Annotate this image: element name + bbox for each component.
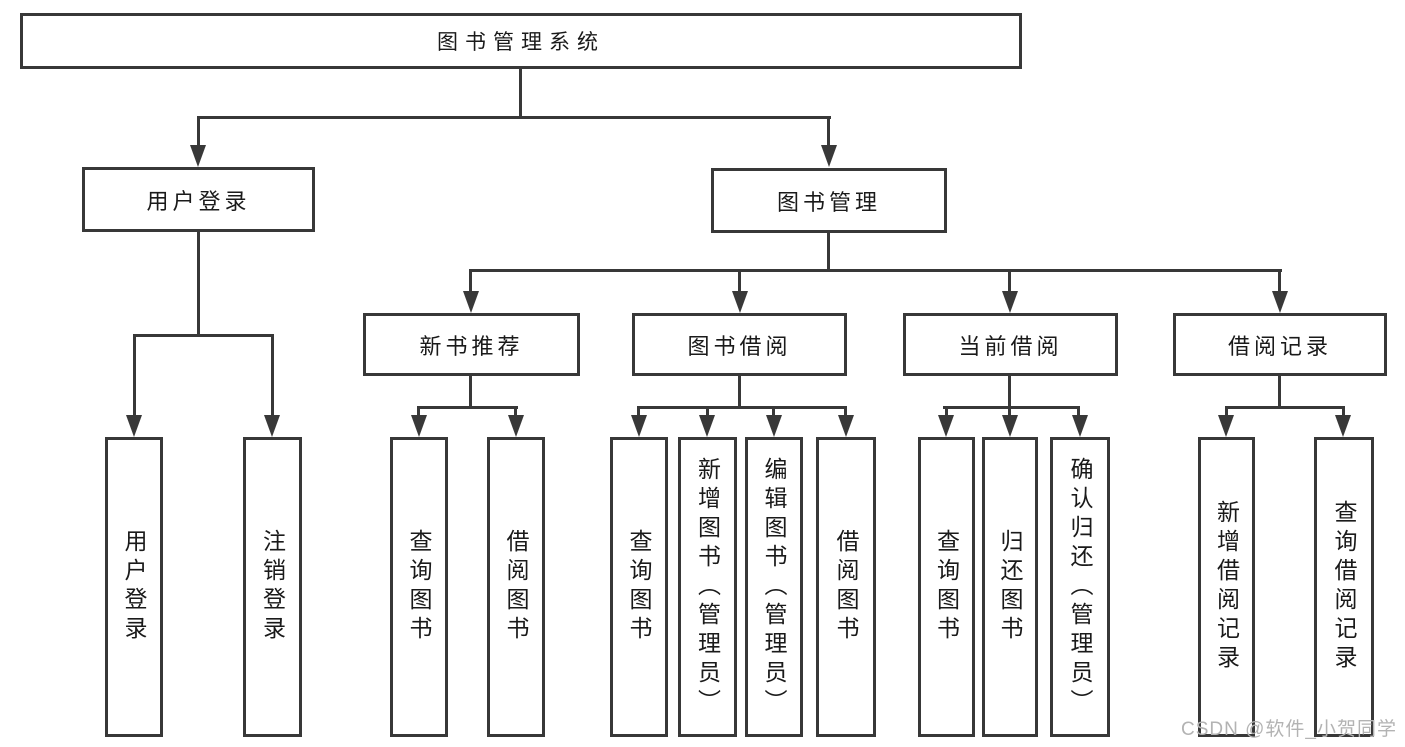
leaf-query-books: 查询图书 <box>918 437 975 737</box>
leaf-borrow-books: 借阅图书 <box>816 437 876 737</box>
node-label: 查询图书 <box>626 529 652 645</box>
connector-line <box>1278 374 1281 409</box>
node-label: 新增图书（管理员） <box>694 456 721 718</box>
connector-line <box>133 334 274 337</box>
arrow-down-icon <box>1002 291 1018 313</box>
node-label: 查询借阅记录 <box>1331 500 1357 674</box>
arrow-down-icon <box>508 415 524 437</box>
arrow-down-icon <box>732 291 748 313</box>
node-label: 图书借阅 <box>687 333 792 359</box>
node-label: 查询图书 <box>933 529 960 645</box>
node-label: 用户登录 <box>121 529 147 645</box>
arrow-down-icon <box>699 415 715 437</box>
node-book-borrowing: 图书借阅 <box>632 313 847 376</box>
connector-line <box>827 116 830 150</box>
connector-line <box>469 269 472 295</box>
leaf-edit-book-admin: 编辑图书（管理员） <box>745 437 803 737</box>
node-label: 编辑图书（管理员） <box>761 456 787 718</box>
leaf-confirm-return-admin: 确认归还（管理员） <box>1050 437 1110 737</box>
arrow-down-icon <box>264 415 280 437</box>
connector-line <box>844 406 847 418</box>
node-label: 借阅图书 <box>833 529 859 645</box>
connector-line <box>519 66 522 118</box>
node-label: 当前借阅 <box>958 333 1063 359</box>
connector-line <box>271 334 274 418</box>
connector-line <box>469 374 472 409</box>
node-label: 用户登录 <box>146 188 251 214</box>
arrow-down-icon <box>1218 415 1234 437</box>
connector-line <box>197 116 200 150</box>
node-current-borrowing: 当前借阅 <box>903 313 1118 376</box>
node-label: 注销登录 <box>259 529 286 645</box>
node-book-management: 图书管理 <box>711 168 947 233</box>
arrow-down-icon <box>1002 415 1018 437</box>
connector-line <box>469 269 1282 272</box>
connector-line <box>514 406 517 418</box>
node-new-book-recommendation: 新书推荐 <box>363 313 580 376</box>
connector-line <box>197 116 831 119</box>
arrow-down-icon <box>1272 291 1288 313</box>
node-label: 新增借阅记录 <box>1213 500 1240 674</box>
node-user-login: 用户登录 <box>82 167 315 232</box>
arrow-down-icon <box>838 415 854 437</box>
arrow-down-icon <box>190 145 206 167</box>
connector-line <box>1008 269 1011 295</box>
connector-line <box>827 230 830 272</box>
leaf-query-books: 查询图书 <box>390 437 448 737</box>
node-label: 确认归还（管理员） <box>1067 456 1093 718</box>
node-borrowing-records: 借阅记录 <box>1173 313 1387 376</box>
arrow-down-icon <box>126 415 142 437</box>
leaf-logout: 注销登录 <box>243 437 302 737</box>
connector-line <box>738 269 741 295</box>
leaf-add-borrow-record: 新增借阅记录 <box>1198 437 1255 737</box>
leaf-query-borrow-record: 查询借阅记录 <box>1314 437 1374 737</box>
connector-line <box>1342 406 1345 418</box>
node-label: 图书管理系统 <box>437 31 605 54</box>
connector-line <box>706 406 709 418</box>
arrow-down-icon <box>1072 415 1088 437</box>
connector-line <box>637 406 640 418</box>
node-label: 查询图书 <box>406 529 432 645</box>
leaf-borrow-books: 借阅图书 <box>487 437 545 737</box>
arrow-down-icon <box>766 415 782 437</box>
connector-line <box>1225 406 1344 409</box>
node-label: 借阅图书 <box>503 529 529 645</box>
node-label: 归还图书 <box>997 529 1023 645</box>
connector-line <box>772 406 775 418</box>
connector-line <box>1077 406 1080 418</box>
node-label: 新书推荐 <box>419 333 524 359</box>
connector-line <box>1008 374 1011 409</box>
watermark: CSDN @软件_小贺同学 <box>1181 719 1397 740</box>
arrow-down-icon <box>463 291 479 313</box>
node-label: 图书管理 <box>776 189 881 215</box>
arrow-down-icon <box>631 415 647 437</box>
arrow-down-icon <box>1335 415 1351 437</box>
connector-line <box>637 406 847 409</box>
connector-line <box>1225 406 1228 418</box>
connector-line <box>133 334 136 418</box>
leaf-query-books: 查询图书 <box>610 437 668 737</box>
connector-line <box>943 406 1080 409</box>
connector-line <box>417 406 420 418</box>
node-library-system: 图书管理系统 <box>20 13 1022 69</box>
connector-line <box>945 406 948 418</box>
leaf-add-book-admin: 新增图书（管理员） <box>678 437 737 737</box>
connector-line <box>1278 269 1281 295</box>
node-label: 借阅记录 <box>1227 333 1332 359</box>
connector-line <box>1008 406 1011 418</box>
arrow-down-icon <box>938 415 954 437</box>
connector-line <box>418 406 518 409</box>
connector-line <box>738 374 741 409</box>
arrow-down-icon <box>821 145 837 167</box>
connector-line <box>197 229 200 337</box>
arrow-down-icon <box>411 415 427 437</box>
leaf-user-login: 用户登录 <box>105 437 163 737</box>
leaf-return-books: 归还图书 <box>982 437 1038 737</box>
